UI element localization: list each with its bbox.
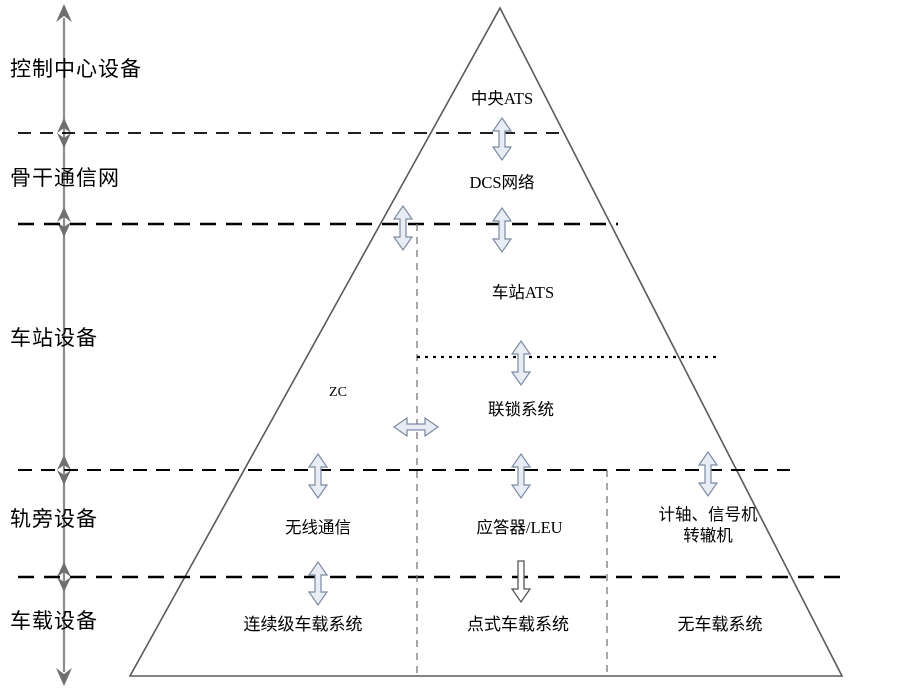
node-no-onboard: 无车载系统 — [677, 615, 763, 634]
node-spot-onboard: 点式车载系统 — [467, 615, 569, 634]
left-label-onboard-equipment: 车载设备 — [10, 609, 98, 633]
conn-transponder-spot — [510, 560, 532, 604]
pyramid-outline — [128, 6, 844, 677]
left-label-backbone-network: 骨干通信网 — [10, 166, 120, 190]
node-dcs-network: DCS网络 — [469, 173, 535, 192]
conn-interlocking-axle — [697, 450, 719, 498]
node-transponder-leu: 应答器/LEU — [476, 518, 563, 537]
connector-arrows — [307, 116, 719, 607]
conn-zc-wireless — [307, 452, 329, 500]
node-interlocking: 联锁系统 — [488, 400, 554, 419]
node-central-ats: 中央ATS — [470, 89, 534, 108]
node-station-ats: 车站ATS — [491, 283, 555, 302]
node-wireless-comm: 无线通信 — [285, 518, 351, 537]
conn-zc-interlocking — [392, 416, 440, 438]
left-label-control-center: 控制中心设备 — [10, 57, 142, 81]
left-label-trackside-equipment: 轨旁设备 — [10, 507, 98, 531]
conn-interlocking-transponder — [510, 452, 532, 500]
column-separators — [416, 224, 720, 676]
tier-dividers — [18, 132, 845, 579]
conn-dcs-zc — [392, 204, 414, 252]
conn-central-ats-dcs — [491, 116, 513, 162]
left-label-station-equipment: 车站设备 — [10, 326, 98, 350]
node-continuous-onboard: 连续级车载系统 — [243, 615, 363, 634]
node-axle-counter-signal-switch: 计轴、信号机 转辙机 — [658, 505, 758, 545]
conn-dcs-station-ats — [491, 206, 513, 254]
vertical-axis — [56, 4, 72, 686]
conn-wireless-continuous — [307, 560, 329, 607]
node-zc: ZC — [329, 385, 347, 400]
conn-station-ats-interlocking — [510, 339, 532, 387]
